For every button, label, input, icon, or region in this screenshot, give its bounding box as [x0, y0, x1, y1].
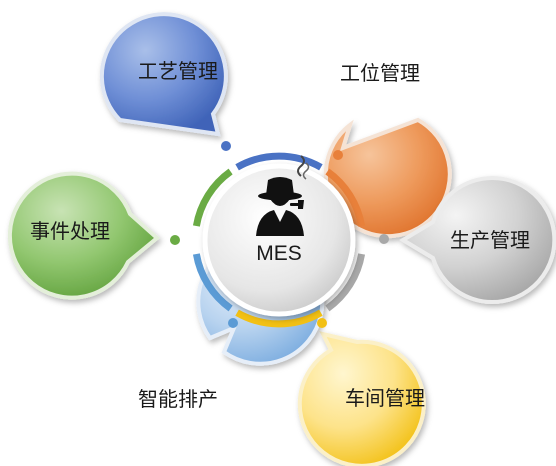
connector-dot-workshop [317, 318, 327, 328]
module-label-station: 工位管理 [340, 61, 420, 85]
connector-dot-events [170, 235, 180, 245]
detective-hat-icon [256, 155, 310, 236]
module-label-workshop: 车间管理 [345, 386, 425, 410]
bubble-process [99, 12, 228, 137]
connector-dot-process [221, 141, 231, 151]
connector-dot-station [333, 150, 343, 160]
module-label-process: 工艺管理 [138, 59, 218, 83]
module-label-events: 事件处理 [30, 219, 110, 243]
bubble-events [7, 171, 161, 300]
bubble-workshop [297, 331, 426, 466]
center-disc [202, 163, 356, 317]
center-ring [192, 152, 366, 328]
module-label-production: 生产管理 [450, 228, 530, 252]
connector-dot-scheduling [228, 318, 238, 328]
module-label-scheduling: 智能排产 [138, 387, 218, 411]
center-label: MES [256, 242, 302, 265]
bubble-production [399, 176, 556, 304]
connector-dot-production [379, 234, 389, 244]
